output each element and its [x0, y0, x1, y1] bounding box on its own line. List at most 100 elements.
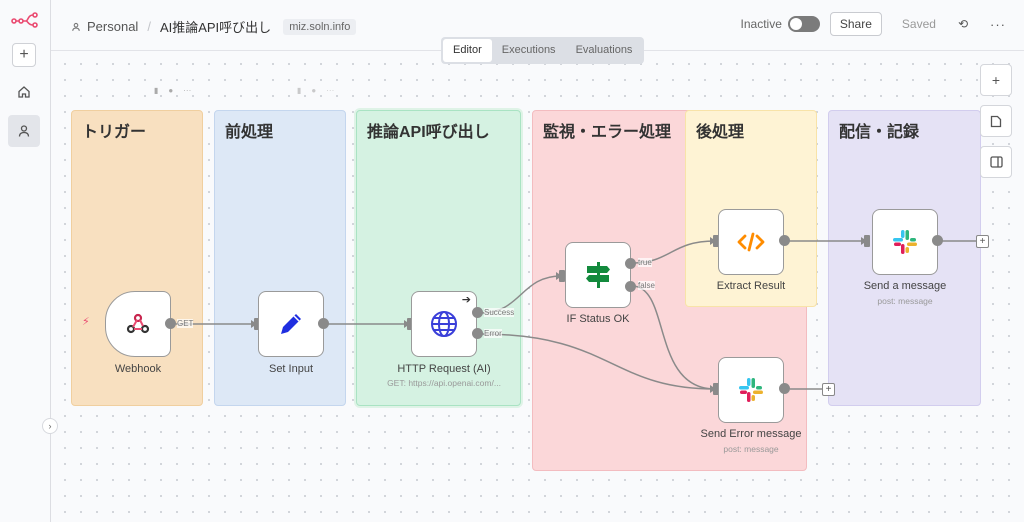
expand-sidebar-button[interactable]: ›	[42, 418, 58, 434]
output-handle-true[interactable]	[625, 258, 636, 269]
add-sticky-note-button[interactable]	[980, 105, 1012, 137]
sticky-title: 推論API呼び出し	[367, 124, 490, 141]
node-label: Send a message	[863, 280, 947, 292]
panel-icon	[989, 156, 1003, 168]
sticky-title: 配信・記録	[839, 124, 920, 141]
connection-if-senderror	[631, 285, 716, 390]
slack-icon	[739, 378, 763, 402]
node-label: IF Status OK	[566, 313, 630, 325]
color-icon[interactable]: ●	[168, 86, 174, 95]
connection-http-senderror	[480, 333, 716, 390]
node-set-input[interactable]	[258, 291, 324, 357]
slack-icon	[893, 230, 917, 254]
node-label: HTTP Request (AI)	[397, 363, 491, 375]
workflow-canvas[interactable]: ▮●··· ▮●··· トリガー 前処理 推論API呼び出し 監視・エラー処理 …	[51, 52, 1024, 522]
personal-button[interactable]	[8, 115, 40, 147]
edge-label-false: false	[638, 281, 655, 290]
sticky-title: 監視・エラー処理	[543, 124, 672, 141]
view-tabs: Editor Executions Evaluations	[441, 37, 645, 64]
edge-label-get: GET	[177, 319, 194, 328]
code-icon	[737, 232, 765, 252]
trigger-bolt-icon: ⚡	[82, 316, 90, 328]
input-handle[interactable]	[407, 318, 413, 330]
workflow-title[interactable]: AI推論API呼び出し	[159, 20, 272, 35]
more-icon[interactable]: ···	[326, 86, 335, 95]
share-button[interactable]: Share	[829, 12, 882, 36]
node-webhook[interactable]	[105, 291, 171, 357]
node-label: Set Input	[268, 363, 314, 375]
pencil-icon	[281, 314, 301, 334]
input-handle[interactable]	[254, 318, 260, 330]
plus-icon: +	[991, 72, 1001, 88]
node-send-a-message[interactable]	[872, 209, 938, 275]
delete-icon[interactable]: ▮	[297, 86, 302, 95]
user-icon	[72, 22, 80, 31]
output-handle[interactable]	[779, 235, 790, 246]
input-handle[interactable]	[713, 235, 719, 247]
sticky-toolbar: ▮ ● ···	[154, 86, 191, 95]
output-handle[interactable]	[318, 318, 329, 329]
breadcrumb-separator: /	[147, 19, 151, 34]
user-icon	[18, 125, 30, 137]
more-options-icon[interactable]: ···	[990, 16, 1006, 32]
sticky-title: トリガー	[82, 124, 147, 141]
left-sidebar: +	[0, 0, 51, 522]
add-node-button[interactable]: +	[980, 64, 1012, 96]
plus-icon: +	[19, 46, 29, 63]
node-subtitle: post: message	[723, 444, 779, 454]
more-icon[interactable]: ···	[183, 86, 192, 95]
color-icon[interactable]: ●	[311, 86, 317, 95]
add-node-after-button[interactable]: +	[976, 235, 989, 248]
edge-label-success: Success	[484, 308, 515, 317]
sticky-note-icon	[990, 115, 1002, 127]
home-icon	[18, 86, 30, 98]
node-if-status-ok[interactable]	[565, 242, 631, 308]
output-handle-success[interactable]	[472, 307, 483, 318]
plus-icon: +	[825, 384, 832, 395]
node-send-error-message[interactable]	[718, 357, 784, 423]
node-subtitle: GET: https://api.openai.com/...	[387, 378, 501, 388]
node-http-request[interactable]: ➔	[411, 291, 477, 357]
webhook-icon	[126, 313, 150, 334]
history-icon[interactable]: ⟲	[957, 17, 968, 31]
input-handle[interactable]	[713, 383, 719, 395]
home-button[interactable]	[12, 80, 36, 104]
input-handle[interactable]	[559, 270, 565, 282]
active-status-label: Inactive	[740, 17, 782, 31]
edge-label-error: Error	[484, 329, 502, 338]
node-label: Webhook	[114, 363, 162, 375]
arrow-right-icon: ➔	[461, 294, 471, 306]
active-toggle[interactable]	[787, 16, 820, 32]
signpost-icon	[586, 262, 610, 288]
breadcrumb: Personal / AI推論API呼び出し miz.soln.info	[71, 17, 357, 36]
input-handle[interactable]	[864, 235, 870, 247]
node-subtitle: post: message	[877, 296, 933, 306]
plus-icon: +	[979, 236, 986, 247]
globe-icon	[431, 311, 457, 337]
saved-status: Saved	[901, 17, 936, 31]
output-handle[interactable]	[165, 318, 176, 329]
create-button[interactable]: +	[12, 43, 36, 67]
sticky-toolbar: ▮ ● ···	[297, 86, 334, 95]
toggle-panel-button[interactable]	[980, 146, 1012, 178]
output-handle[interactable]	[779, 383, 790, 394]
output-handle-error[interactable]	[472, 328, 483, 339]
header-actions: Inactive Share Saved ⟲ ···	[741, 12, 1006, 36]
output-handle-false[interactable]	[625, 281, 636, 292]
breadcrumb-owner[interactable]: Personal	[87, 19, 139, 34]
add-node-after-button[interactable]: +	[822, 383, 835, 396]
tab-evaluations[interactable]: Evaluations	[575, 44, 633, 56]
output-handle[interactable]	[932, 235, 943, 246]
edge-label-true: true	[638, 258, 652, 267]
delete-icon[interactable]: ▮	[154, 86, 159, 95]
workflow-tag[interactable]: miz.soln.info	[283, 18, 357, 35]
node-extract-result[interactable]	[718, 209, 784, 275]
tab-executions[interactable]: Executions	[501, 44, 556, 56]
sticky-title: 後処理	[696, 124, 745, 141]
node-label: Extract Result	[716, 280, 786, 292]
node-label: Send Error message	[700, 428, 802, 440]
tab-editor[interactable]: Editor	[443, 39, 492, 62]
sticky-title: 前処理	[225, 124, 274, 141]
n8n-logo-icon[interactable]	[11, 12, 39, 28]
chevron-right-icon: ›	[48, 421, 52, 431]
